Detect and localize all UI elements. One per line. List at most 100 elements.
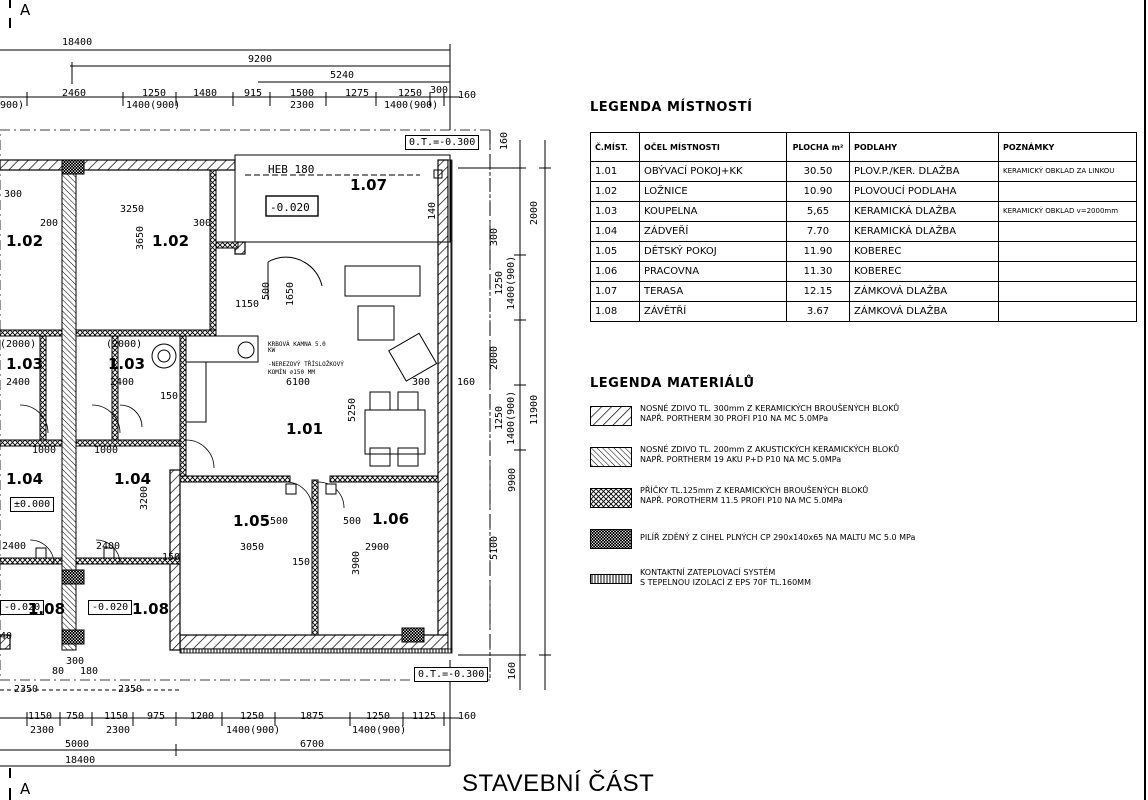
building-outline-dashed [0, 129, 491, 681]
dim-bottom-13: 1125 [412, 711, 437, 722]
legend-rooms-table-wrap: Č.MÍST. OČEL MÍSTNOSTI PLOCHA m² PODLAHY… [590, 132, 1137, 322]
room-1.07: 1.07 [350, 176, 388, 194]
dim-top-15: 900) [0, 100, 25, 111]
dim-int-1: 3250 [120, 204, 145, 215]
room-no: 1.01 [590, 161, 640, 182]
dim-bottom-21: 18400 [65, 755, 96, 766]
room-no: 1.08 [590, 301, 640, 322]
dim-top-7: 1500 [290, 88, 315, 99]
room-1.04-right: 1.04 [114, 470, 152, 488]
room-1.08-right: 1.08 [132, 600, 170, 618]
dim-top-10: 300 [430, 85, 449, 96]
level-entry: ±0.000 [10, 497, 55, 512]
drawing-title: STAVEBNÍ ČÁST [462, 770, 655, 797]
dim-top-3: 2460 [62, 88, 87, 99]
dim-bottom-0: 80 [52, 666, 65, 677]
room-1.04-left: 1.04 [6, 470, 44, 488]
room-name: LOŽNICE [639, 181, 787, 202]
dim-int-17: 3200 [139, 485, 150, 510]
room-floor: ZÁMKOVÁ DLAŽBA [849, 281, 999, 302]
legend-rooms-table: Č.MÍST. OČEL MÍSTNOSTI PLOCHA m² PODLAHY… [590, 132, 1137, 322]
legend-header-no: Č.MÍST. [590, 132, 640, 162]
room-1.03-right: 1.03 [108, 355, 146, 373]
dim-top-6: 915 [244, 88, 263, 99]
dim-bottom-17: 1400(900) [226, 725, 281, 736]
room-name: DĚTSKÝ POKOJ [639, 241, 787, 262]
room-name: ZÁDVEŘÍ [639, 221, 787, 242]
room-area: 3.67 [786, 301, 850, 322]
room-floor: ZÁMKOVÁ DLAŽBA [849, 301, 999, 322]
dim-int-36: 2900 [365, 542, 390, 553]
room-1.06: 1.06 [372, 510, 410, 528]
dim-int-11: 150 [160, 391, 179, 402]
room-1.08-left: 1.08 [28, 600, 66, 618]
material-text: PŘÍČKY TL.125mm Z KERAMICKÝCH BROUŠENÝCH… [640, 486, 868, 507]
room-note: KERAMICKÝ OBKLAD ZA LINKOU [998, 161, 1137, 182]
chimney-label-2: KOMÍN ⌀150 MM [268, 369, 315, 376]
list-item: NOSNÉ ZDIVO TL. 300mm Z KERAMICKÝCH BROU… [590, 404, 1010, 434]
level-porch1: -0.020 [0, 600, 45, 615]
dim-top-2: 5240 [330, 70, 355, 81]
room-note [998, 261, 1137, 282]
dim-bottom-5: 1150 [28, 711, 53, 722]
dim-bottom-9: 1200 [190, 711, 215, 722]
room-note [998, 281, 1137, 302]
room-floor: KOBEREC [849, 261, 999, 282]
room-no: 1.05 [590, 241, 640, 262]
dim-right-10: 11900 [529, 394, 540, 425]
dim-int-10: 2400 [110, 377, 135, 388]
dim-top-11: 160 [458, 90, 477, 101]
material-line-1: PILÍŘ ZDĚNÝ Z CIHEL PLNÝCH CP 290x140x65… [640, 533, 916, 542]
list-item: NOSNÉ ZDIVO TL. 200mm Z AKUSTICKÝCH KERA… [590, 445, 1010, 475]
dim-bottom-19: 5000 [65, 739, 90, 750]
dim-int-22: 1150 [235, 299, 260, 310]
pillars [61, 159, 425, 645]
dim-int-3: 300 [4, 189, 23, 200]
dim-bottom-11: 1875 [300, 711, 325, 722]
interior-partitions [0, 169, 439, 636]
dim-int-2: 300 [193, 218, 212, 229]
dim-int-34: 500 [343, 516, 362, 527]
dimension-lines-top [0, 44, 460, 130]
dim-int-28: 140 [427, 201, 438, 220]
dim-bottom-16: 2300 [106, 725, 131, 736]
room-floor: KOBEREC [849, 241, 999, 262]
room-name: OBÝVACÍ POKOJ+KK [639, 161, 787, 182]
level-ot-bottom: 0.T.=-0.300 [414, 667, 489, 682]
room-area: 30.50 [786, 161, 850, 182]
room-name: ZÁVĚTŘÍ [639, 301, 787, 322]
material-line-1: NOSNÉ ZDIVO TL. 200mm Z AKUSTICKÝCH KERA… [640, 445, 900, 454]
dim-int-38: 3900 [351, 550, 362, 575]
legend-header-floor: PODLAHY [849, 132, 999, 162]
room-no: 1.02 [590, 181, 640, 202]
dim-int-7: (2000) [0, 339, 37, 350]
stove-label: KRBOVÁ KAMNA 5.0 KW [268, 341, 326, 354]
dim-bottom-18: 1400(900) [352, 725, 407, 736]
room-area: 5,65 [786, 201, 850, 222]
dim-bottom-2: 180 [80, 666, 99, 677]
dim-int-35: 3050 [240, 542, 265, 553]
dim-int-37: 150 [292, 557, 311, 568]
material-line-1: NOSNÉ ZDIVO TL. 300mm Z KERAMICKÝCH BROU… [640, 404, 900, 413]
dim-bottom-10: 1250 [240, 711, 265, 722]
room-area: 11.30 [786, 261, 850, 282]
material-text: KONTAKTNÍ ZATEPLOVACÍ SYSTÉM S TEPELNOU … [640, 568, 811, 589]
dim-right-11: 5100 [489, 535, 500, 560]
level-porch2: -0.020 [88, 600, 133, 615]
legend-header-note: POZNÁMKY [998, 132, 1137, 162]
room-1.02-right: 1.02 [152, 232, 190, 250]
room-note [998, 221, 1137, 242]
dimension-lines-bottom [0, 660, 460, 767]
dim-int-21: 40 [0, 631, 13, 642]
dim-bottom-20: 6700 [300, 739, 325, 750]
hatch-diagonal-narrow-swatch [590, 447, 632, 467]
dim-int-13: 1000 [32, 445, 57, 456]
hatch-dense-crosshatch-swatch [590, 529, 632, 549]
dim-int-4: 3650 [135, 225, 146, 250]
material-line-2: NAPŘ. PORTHERM 19 AKU P+D P10 NA MC 5.0M… [640, 455, 842, 465]
